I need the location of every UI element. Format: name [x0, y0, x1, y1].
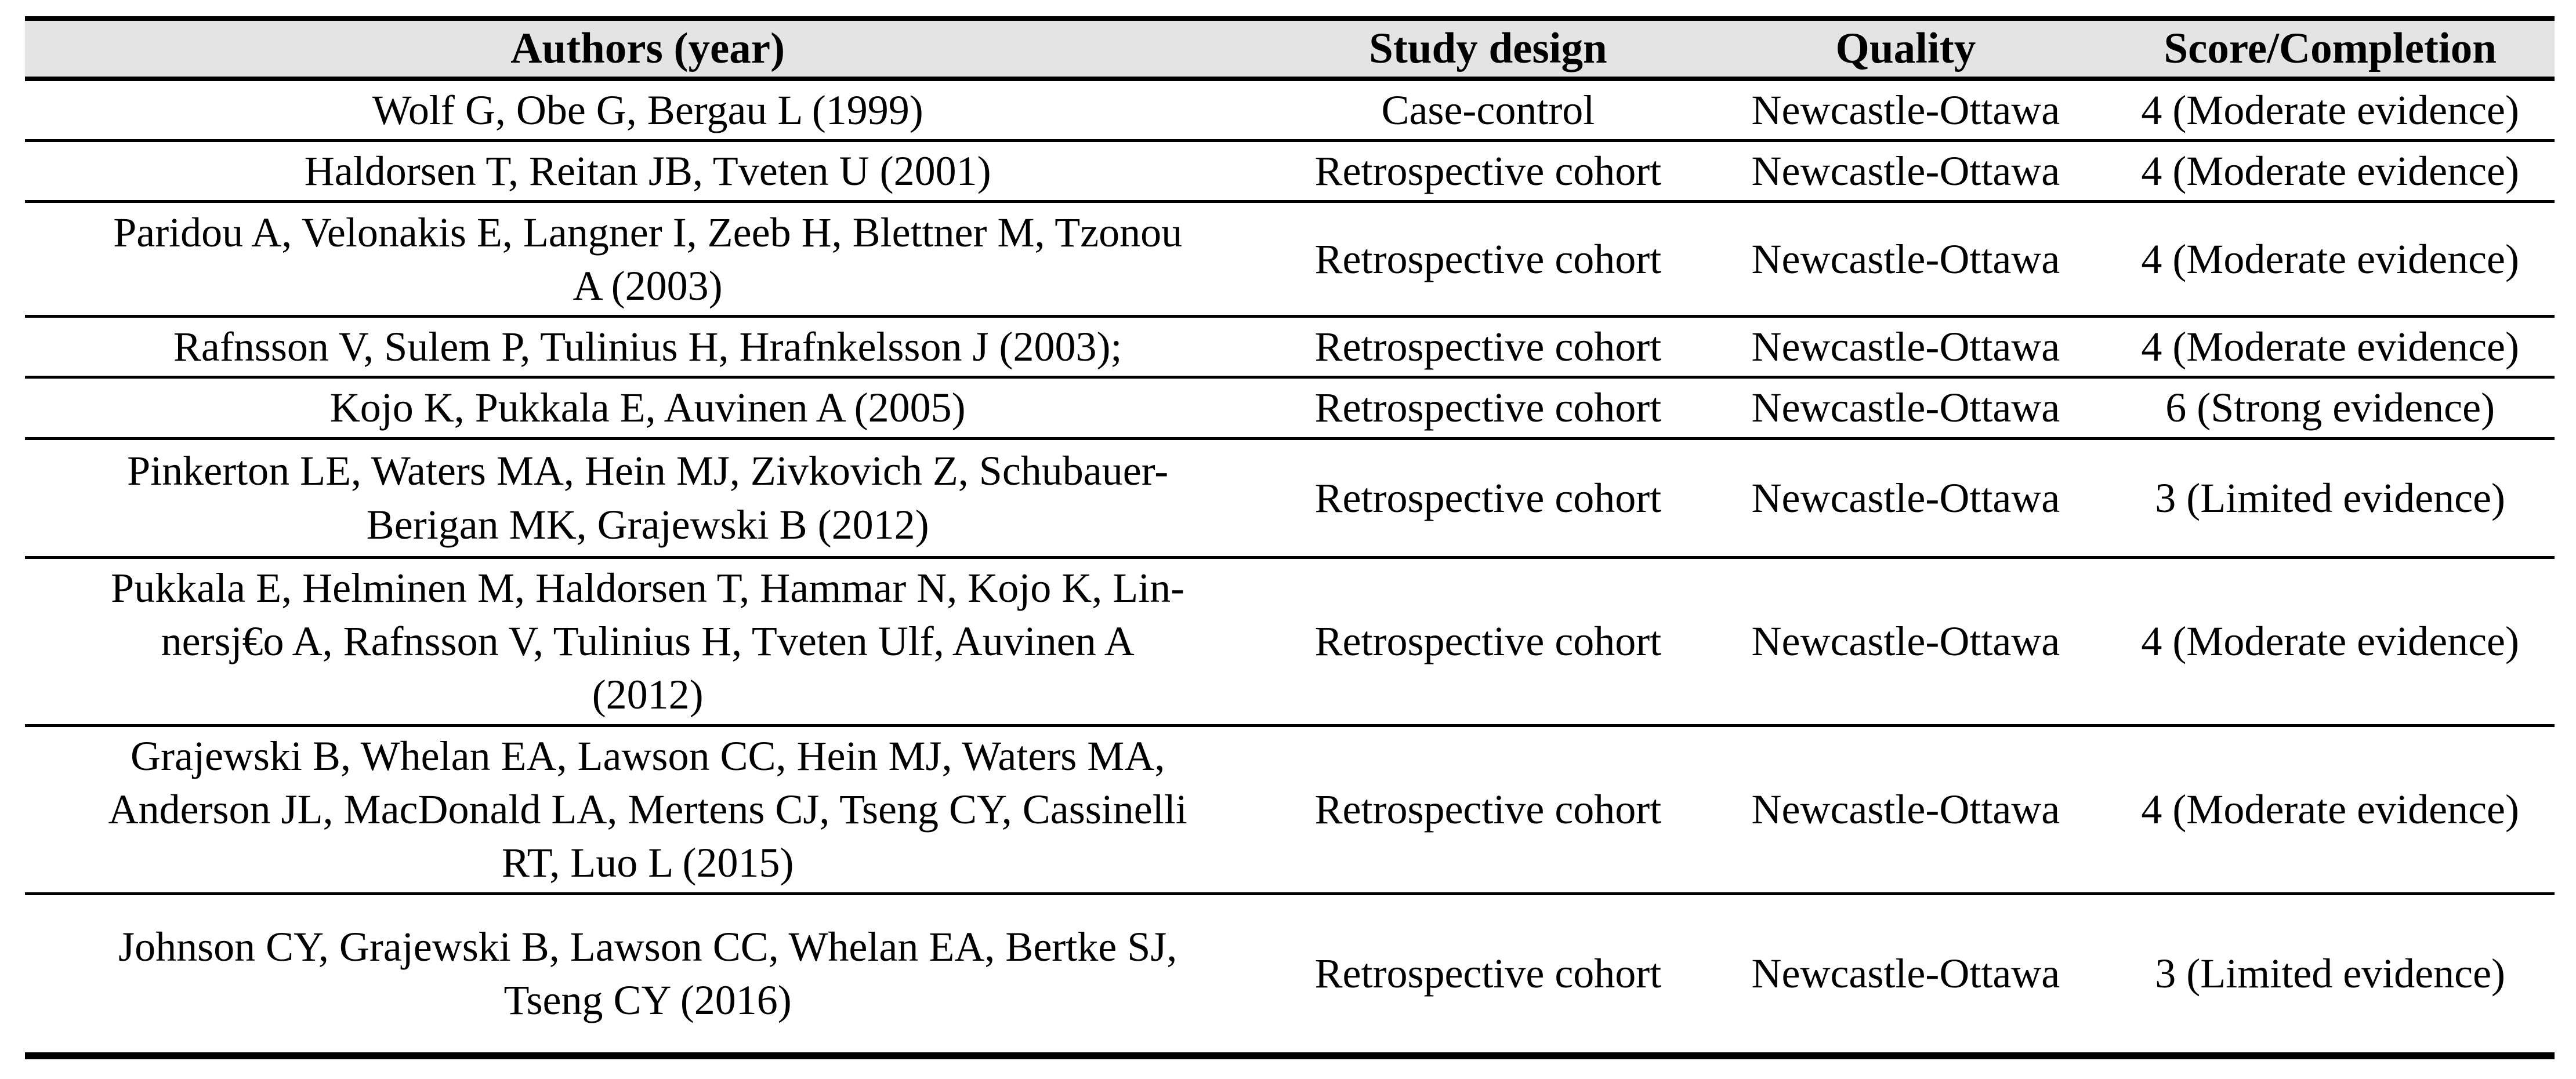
quality-cell: Newcastle-Ottawa	[1751, 950, 2060, 997]
header-row: Authors (year) Study design Quality Scor…	[25, 19, 2555, 81]
score-cell: 4 (Moderate evidence)	[2141, 786, 2519, 833]
design-cell: Retrospective cohort	[1314, 384, 1662, 431]
design-cell: Retrospective cohort	[1314, 786, 1662, 833]
design-cell: Retrospective cohort	[1314, 950, 1662, 997]
design-cell: Retrospective cohort	[1314, 474, 1662, 521]
authors-cell: Wolf G, Obe G, Bergau L (1999)	[372, 87, 923, 133]
table-row: Grajewski B, Whelan EA, Lawson CC, Hein …	[25, 725, 2555, 893]
authors-cell: Rafnsson V, Sulem P, Tulinius H, Hrafnke…	[173, 324, 1122, 370]
quality-cell: Newcastle-Ottawa	[1751, 235, 2060, 282]
authors-cell: Kojo K, Pukkala E, Auvinen A (2005)	[329, 384, 966, 431]
table-row: Pukkala E, Helminen M, Haldorsen T, Hamm…	[25, 557, 2555, 725]
table-row: Haldorsen T, Reitan JB, Tveten U (2001) …	[25, 140, 2555, 202]
authors-cell: Pinkerton LE, Waters MA, Hein MJ, Zivkov…	[127, 448, 1169, 548]
column-header-score: Score/Completion	[2106, 19, 2555, 81]
score-cell: 4 (Moderate evidence)	[2141, 618, 2519, 665]
quality-cell: Newcastle-Ottawa	[1751, 474, 2060, 521]
design-cell: Retrospective cohort	[1314, 235, 1662, 282]
score-cell: 4 (Moderate evidence)	[2141, 235, 2519, 282]
design-cell: Retrospective cohort	[1314, 324, 1662, 370]
authors-cell: Paridou A, Velonakis E, Langner I, Zeeb …	[113, 209, 1183, 309]
authors-cell: Pukkala E, Helminen M, Haldorsen T, Hamm…	[111, 564, 1185, 718]
table-row: Johnson CY, Grajewski B, Lawson CC, Whel…	[25, 893, 2555, 1056]
table-row: Wolf G, Obe G, Bergau L (1999) Case-cont…	[25, 79, 2555, 141]
quality-cell: Newcastle-Ottawa	[1751, 324, 2060, 370]
design-cell: Retrospective cohort	[1314, 148, 1662, 195]
table-row: Rafnsson V, Sulem P, Tulinius H, Hrafnke…	[25, 316, 2555, 377]
score-cell: 3 (Limited evidence)	[2155, 474, 2506, 521]
column-header-quality: Quality	[1705, 19, 2106, 81]
column-header-authors: Authors (year)	[25, 19, 1271, 81]
quality-cell: Newcastle-Ottawa	[1751, 618, 2060, 665]
quality-cell: Newcastle-Ottawa	[1751, 786, 2060, 833]
study-quality-table: Authors (year) Study design Quality Scor…	[25, 16, 2555, 1060]
table-row: Pinkerton LE, Waters MA, Hein MJ, Zivkov…	[25, 438, 2555, 557]
table-row: Kojo K, Pukkala E, Auvinen A (2005) Retr…	[25, 377, 2555, 438]
score-cell: 4 (Moderate evidence)	[2141, 87, 2519, 133]
quality-cell: Newcastle-Ottawa	[1751, 148, 2060, 195]
design-cell: Retrospective cohort	[1314, 618, 1662, 665]
study-quality-table-container: Authors (year) Study design Quality Scor…	[25, 16, 2555, 1060]
authors-cell: Grajewski B, Whelan EA, Lawson CC, Hein …	[108, 732, 1187, 887]
score-cell: 3 (Limited evidence)	[2155, 950, 2506, 997]
table-row: Paridou A, Velonakis E, Langner I, Zeeb …	[25, 201, 2555, 317]
score-cell: 6 (Strong evidence)	[2165, 384, 2495, 431]
column-header-study-design: Study design	[1270, 19, 1706, 81]
quality-cell: Newcastle-Ottawa	[1751, 384, 2060, 431]
quality-cell: Newcastle-Ottawa	[1751, 87, 2060, 133]
authors-cell: Johnson CY, Grajewski B, Lawson CC, Whel…	[118, 924, 1178, 1024]
design-cell: Case-control	[1381, 87, 1595, 133]
score-cell: 4 (Moderate evidence)	[2141, 148, 2519, 195]
score-cell: 4 (Moderate evidence)	[2141, 324, 2519, 370]
authors-cell: Haldorsen T, Reitan JB, Tveten U (2001)	[304, 148, 991, 195]
